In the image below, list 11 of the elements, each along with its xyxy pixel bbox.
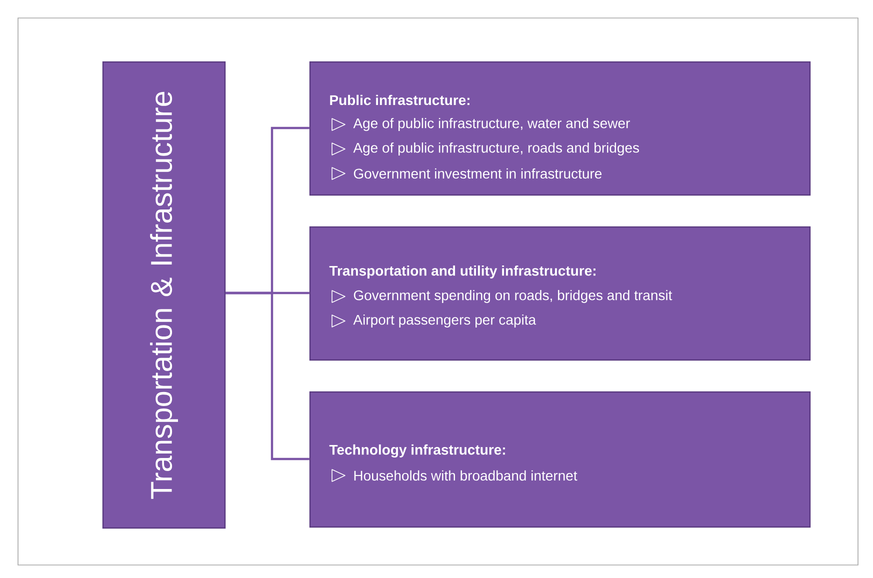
bullet-item: Airport passengers per capita bbox=[353, 314, 536, 328]
box-heading: Public infrastructure: bbox=[330, 94, 470, 106]
bullet-item: Households with broadband internet bbox=[354, 470, 578, 481]
bullet-item: Age of public infrastructure, roads and bridges bbox=[353, 142, 640, 156]
connector-line bbox=[226, 292, 310, 460]
box-heading: Technology infrastructure: bbox=[329, 444, 505, 458]
bullet-item: Age of public infrastructure, water and sewer bbox=[353, 118, 630, 131]
bullet-item: Government spending on roads, bridges and transit bbox=[354, 290, 672, 303]
bullet-item: Government investment in infrastructure bbox=[354, 168, 602, 179]
box-heading: Transportation and utility infrastructure: bbox=[329, 265, 596, 278]
category-title: Transportation & Infrastructure bbox=[150, 92, 178, 499]
